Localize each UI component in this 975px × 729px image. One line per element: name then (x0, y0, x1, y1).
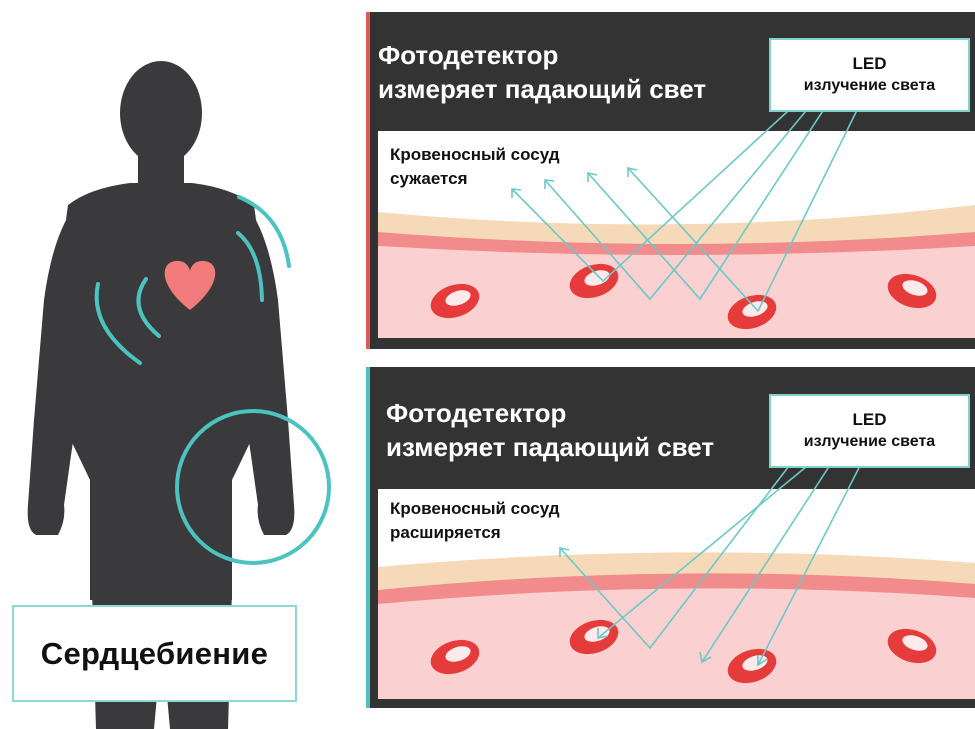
vessel-state-label: Кровеносный сосуд расширяется (390, 497, 560, 545)
vessel-label-line1: Кровеносный сосуд (390, 497, 560, 521)
panel-title-line1: Фотодетектор (386, 396, 714, 430)
panel-title: Фотодетектор измеряет падающий свет (386, 396, 714, 464)
vessel-label-line2: расширяется (390, 521, 560, 545)
led-emission-label: излучение света (804, 431, 935, 453)
panel-accent-border (366, 367, 370, 708)
led-label-box: LED излучение света (769, 394, 970, 468)
panel-title-line2: измеряет падающий свет (386, 430, 714, 464)
led-label: LED (853, 409, 887, 431)
